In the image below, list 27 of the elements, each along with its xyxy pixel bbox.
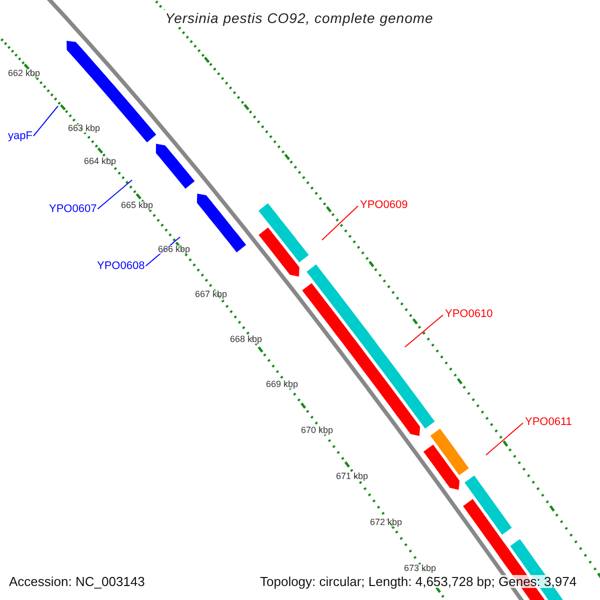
- leader-line: [404, 314, 444, 348]
- accession-text: Accession: NC_003143: [9, 575, 145, 588]
- scale-label: 663 kbp: [68, 124, 100, 133]
- scale-label: 666 kbp: [158, 245, 190, 254]
- scale-label: 668 kbp: [230, 335, 262, 344]
- gene-label: yapF: [8, 131, 32, 142]
- scale-label: 671 kbp: [336, 472, 368, 481]
- scale-label: 670 kbp: [301, 426, 334, 435]
- scale-label: 673 kbp: [404, 564, 436, 573]
- scale-label: 665 kbp: [121, 201, 154, 210]
- gene-label: YPO0607: [49, 204, 97, 215]
- scale-label: 667 kbp: [195, 290, 228, 299]
- scale-label: 662 kbp: [8, 69, 40, 78]
- leader-line: [486, 422, 524, 456]
- scale-label: 672 kbp: [370, 518, 402, 527]
- topology-text: Topology: circular; Length: 4,653,728 bp; Genes: 3,974: [260, 575, 577, 588]
- gene-label: YPO0610: [445, 309, 493, 320]
- gene-label: YPO0611: [525, 417, 572, 428]
- leader-line: [32, 106, 58, 136]
- gene-label: YPO0608: [97, 261, 145, 272]
- scale-label: 664 kbp: [84, 157, 116, 166]
- leader-line: [145, 236, 180, 266]
- title: Yersinia pestis CO92, complete genome: [163, 10, 436, 26]
- gene-label: YPO0609: [360, 200, 408, 211]
- leader-line: [322, 206, 358, 240]
- leader-line: [97, 180, 132, 210]
- scale-label: 669 kbp: [266, 380, 298, 389]
